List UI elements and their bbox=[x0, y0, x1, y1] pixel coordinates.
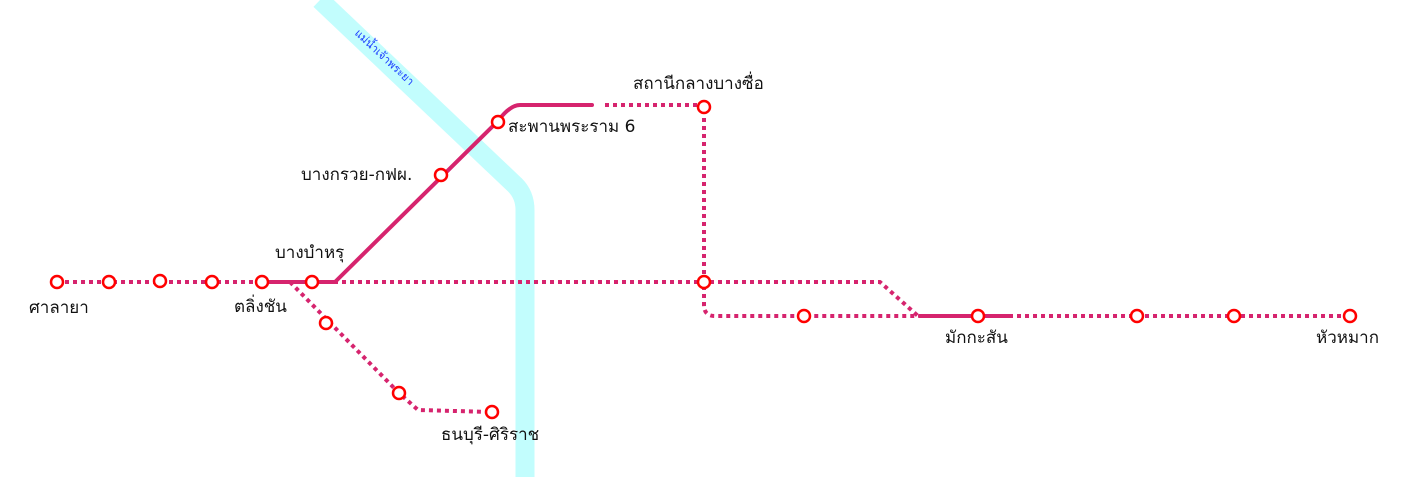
station-branch-1[interactable] bbox=[318, 315, 334, 331]
line-thonburi-siriraj-branch bbox=[288, 280, 493, 414]
station-east-2[interactable] bbox=[1129, 308, 1145, 324]
station-salaya[interactable] bbox=[49, 274, 65, 290]
dotted-lines bbox=[57, 103, 1350, 414]
stations bbox=[49, 99, 1358, 420]
station-makkasan[interactable] bbox=[970, 308, 986, 324]
label-hua-mak: หัวหมาก bbox=[1316, 328, 1379, 348]
chao-phraya-river bbox=[313, 0, 535, 477]
line-main-east-west bbox=[262, 280, 1350, 318]
label-bang-sue: สถานีกลางบางซื่อ bbox=[633, 71, 764, 94]
station-taling-chan[interactable] bbox=[254, 274, 270, 290]
label-bang-bamru: บางบำหรุ bbox=[275, 243, 344, 263]
label-taling-chan: ตลิ่งชัน bbox=[234, 294, 287, 317]
river-label: แม่น้ำเจ้าพระยา bbox=[352, 25, 418, 88]
station-junction[interactable] bbox=[696, 274, 712, 290]
station-bang-sue[interactable] bbox=[696, 99, 712, 115]
station-thonburi-siriraj[interactable] bbox=[484, 404, 500, 420]
label-thonburi-siriraj: ธนบุรี-ศิริราช bbox=[441, 425, 539, 445]
label-makkasan: มักกะสัน bbox=[945, 328, 1008, 348]
station-bang-bamru[interactable] bbox=[304, 274, 320, 290]
station-branch-2[interactable] bbox=[391, 385, 407, 401]
station-2[interactable] bbox=[101, 274, 117, 290]
line-rama6-to-bang-sue bbox=[605, 103, 920, 318]
label-salaya: ศาลายา bbox=[29, 298, 89, 318]
solid-lines bbox=[260, 103, 1012, 318]
station-hua-mak[interactable] bbox=[1342, 308, 1358, 324]
station-4[interactable] bbox=[204, 274, 220, 290]
label-bang-kruai: บางกรวย-กฟผ. bbox=[301, 165, 412, 185]
station-bang-kruai[interactable] bbox=[433, 167, 449, 183]
station-3[interactable] bbox=[152, 273, 168, 289]
station-east-3[interactable] bbox=[1226, 308, 1242, 324]
label-rama6: สะพานพระราม 6 bbox=[508, 117, 635, 137]
station-east-1[interactable] bbox=[796, 308, 812, 324]
station-rama6[interactable] bbox=[490, 114, 506, 130]
station-labels: ศาลายา ตลิ่งชัน บางบำหรุ บางกรวย-กฟผ. สะ… bbox=[29, 71, 1379, 445]
